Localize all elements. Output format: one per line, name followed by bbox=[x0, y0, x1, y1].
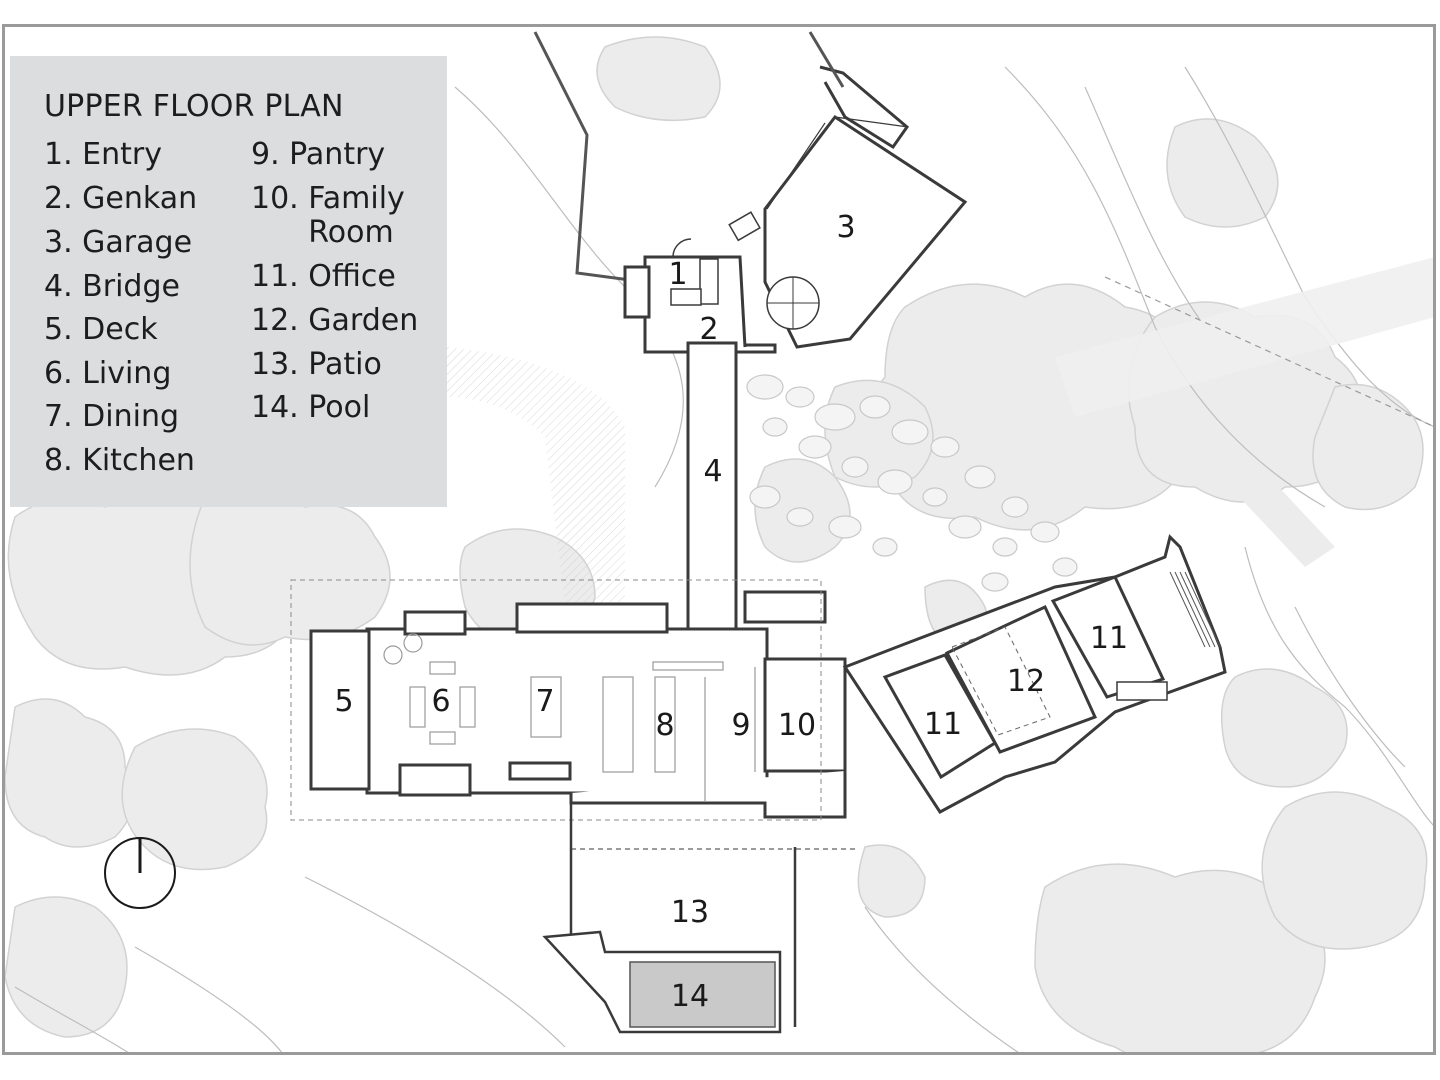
plan-label-entry: 1 bbox=[668, 257, 687, 292]
legend-item-bridge: 4. Bridge bbox=[44, 269, 180, 304]
plan-label-dining: 7 bbox=[535, 684, 554, 719]
plan-label-garage: 3 bbox=[836, 210, 855, 245]
garden-dashed bbox=[951, 626, 1051, 736]
legend-item-dining: 7. Dining bbox=[44, 399, 180, 434]
pool-block bbox=[542, 930, 782, 1034]
legend-item-pantry: 9. Pantry bbox=[251, 137, 386, 172]
main-house bbox=[309, 590, 847, 819]
plan-label-office-right: 11 bbox=[1090, 621, 1128, 656]
plan-label-pantry: 9 bbox=[731, 708, 750, 743]
patio-block bbox=[569, 803, 857, 1027]
site-paths bbox=[445, 257, 1433, 607]
legend-item-deck: 5. Deck bbox=[44, 312, 158, 347]
legend-item-patio: 13. Patio bbox=[251, 347, 382, 382]
plan-label-family-room: 10 bbox=[778, 708, 816, 743]
north-arrow-icon bbox=[104, 837, 176, 909]
legend-item-office: 11. Office bbox=[251, 259, 396, 294]
bridge bbox=[686, 341, 738, 641]
office-wing bbox=[842, 534, 1227, 814]
tree-canopies bbox=[5, 36, 1428, 1052]
office-stair bbox=[1169, 571, 1221, 648]
plan-label-pool: 14 bbox=[671, 979, 709, 1014]
legend-item-genkan: 2. Genkan bbox=[44, 181, 198, 216]
plan-label-bridge: 4 bbox=[703, 454, 722, 489]
legend-item-pool: 14. Pool bbox=[251, 390, 371, 425]
plan-label-patio: 13 bbox=[671, 895, 709, 930]
retaining-wall bbox=[533, 31, 845, 282]
plan-label-deck: 5 bbox=[334, 684, 353, 719]
legend-item-garden: 12. Garden bbox=[251, 303, 419, 338]
plan-label-garden: 12 bbox=[1007, 664, 1045, 699]
plan-label-kitchen: 8 bbox=[655, 708, 674, 743]
floor-plan-drawing: 1 2 3 4 5 6 7 8 9 10 11 11 12 13 14 bbox=[5, 31, 1433, 1052]
legend-panel: UPPER FLOOR PLAN 1. Entry 2. Genkan 3. G… bbox=[10, 56, 447, 507]
rock-field bbox=[746, 374, 1078, 592]
plan-label-living: 6 bbox=[431, 684, 450, 719]
floor-plan-frame: 1 2 3 4 5 6 7 8 9 10 11 11 12 13 14 UPPE… bbox=[2, 24, 1436, 1055]
legend-item-garage: 3. Garage bbox=[44, 225, 193, 260]
roof-outline bbox=[290, 579, 822, 821]
legend-item-living: 6. Living bbox=[44, 356, 172, 391]
plan-label-office-left: 11 bbox=[924, 707, 962, 742]
legend-item-kitchen: 8. Kitchen bbox=[44, 443, 195, 478]
legend-item-entry: 1. Entry bbox=[44, 137, 162, 172]
house-furniture bbox=[383, 633, 756, 802]
legend-title: UPPER FLOOR PLAN bbox=[44, 89, 344, 124]
plan-label-genkan: 2 bbox=[699, 312, 718, 347]
entry-block bbox=[623, 238, 777, 354]
